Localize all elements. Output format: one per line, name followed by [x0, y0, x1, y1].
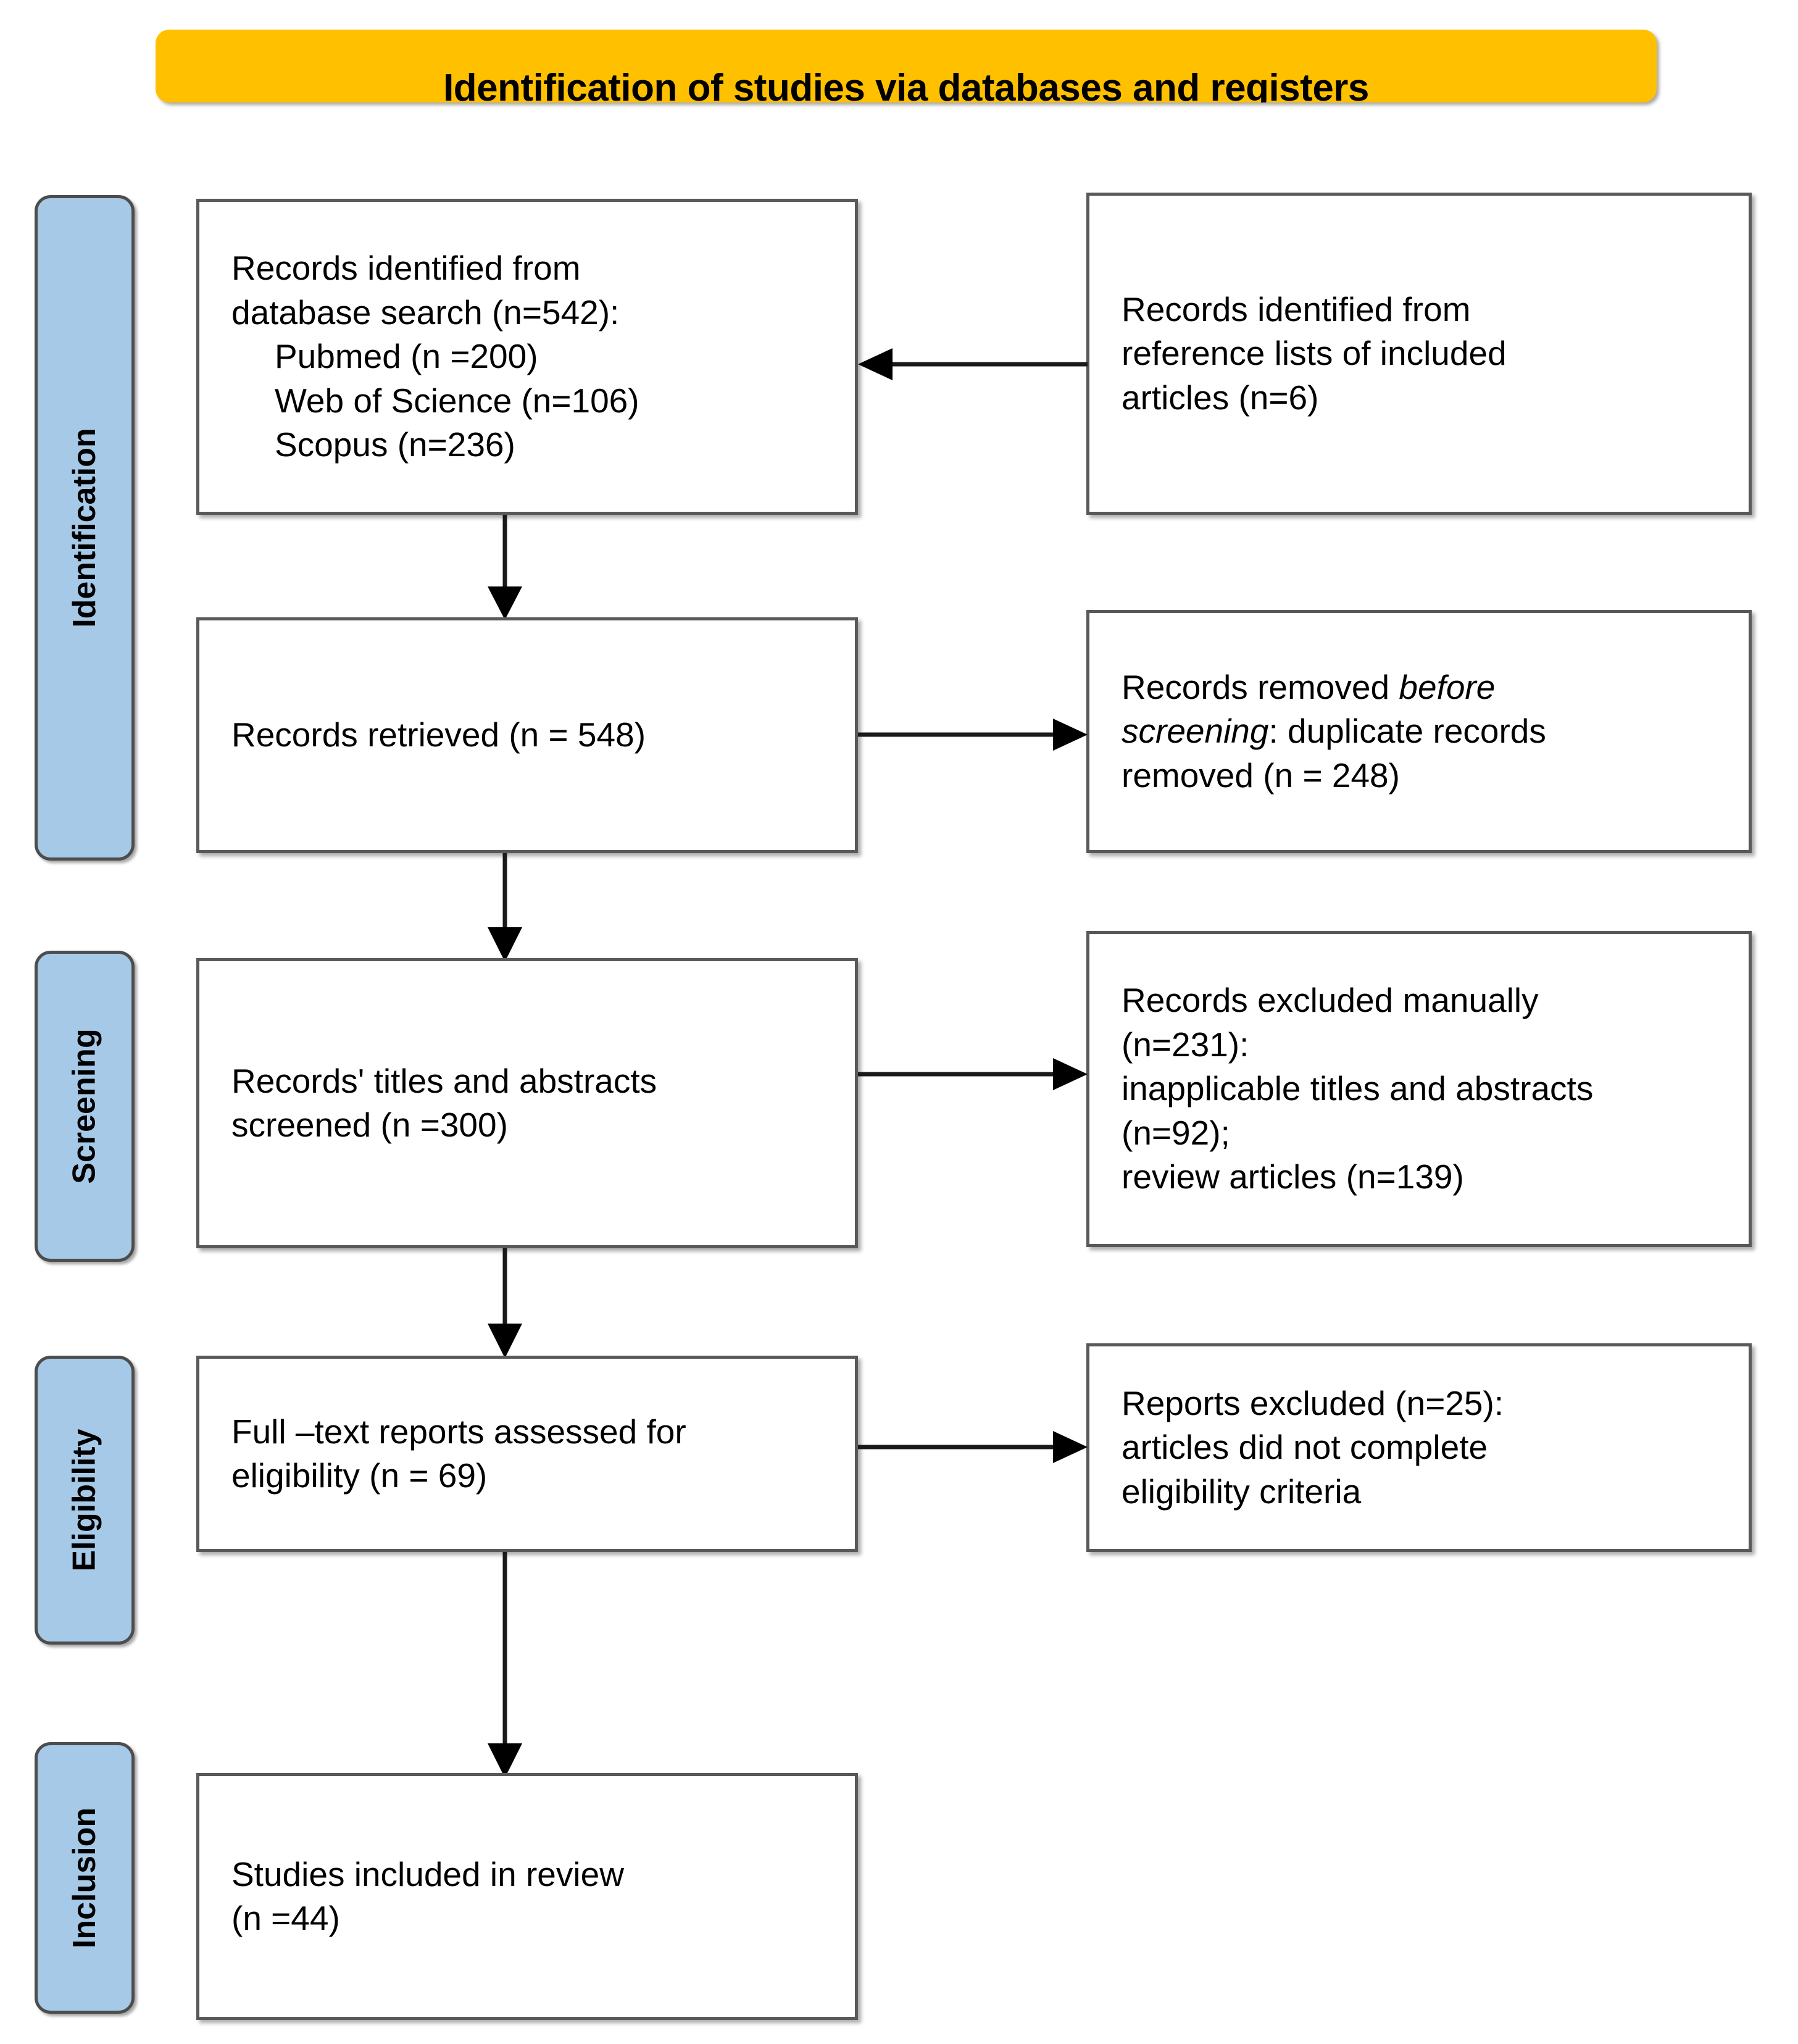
stage-pill-identification: Identification — [35, 195, 135, 861]
line-eligibility-criteria: eligibility criteria — [1122, 1472, 1362, 1511]
box-records-excluded: Records excluded manually (n=231): inappli… — [1086, 931, 1752, 1247]
box-records-identified-database-text: Records identified from database search (… — [199, 246, 654, 467]
box-records-excluded-text: Records excluded manually (n=231): inappli… — [1089, 978, 1608, 1199]
line-records-retrieved: Records retrieved (n = 548) — [231, 715, 646, 754]
connector-references-to-database — [858, 348, 1088, 380]
box-studies-included-text: Studies included in review (n =44) — [199, 1853, 639, 1941]
line-records-excluded-count: (n=231): — [1122, 1025, 1249, 1064]
stage-pill-eligibility: Eligibility — [35, 1356, 135, 1645]
box-reports-excluded: Reports excluded (n=25): articles did not… — [1086, 1343, 1752, 1552]
box-records-removed-text: Records removed before screening: duplica… — [1089, 665, 1561, 798]
line-records-removed-duplicate: : duplicate records — [1268, 712, 1546, 751]
stage-label-eligibility: Eligibility — [67, 1429, 103, 1572]
stage-pill-screening: Screening — [35, 951, 135, 1262]
line-fulltext-reports: Full –text reports assessed for — [231, 1412, 686, 1451]
line-records-removed-before: before — [1399, 667, 1496, 706]
page-title: Identification of studies via databases … — [443, 67, 1369, 103]
line-studies-included: Studies included in review — [231, 1854, 624, 1893]
stage-label-identification: Identification — [67, 428, 102, 628]
line-records-removed-count: removed (n = 248) — [1122, 756, 1400, 795]
diagram-title-banner: Identification of studies via databases … — [156, 30, 1657, 102]
line-reference-lists: reference lists of included — [1122, 334, 1507, 373]
stage-pill-inclusion: Inclusion — [35, 1742, 135, 2014]
box-records-identified-references-text: Records identified from reference lists o… — [1089, 288, 1521, 420]
line-records-screened-count: screened (n =300) — [231, 1106, 508, 1144]
line-pubmed-count: Pubmed (n =200) — [275, 337, 538, 376]
box-records-retrieved: Records retrieved (n = 548) — [196, 617, 858, 853]
line-inapplicable-count: (n=92); — [1122, 1113, 1230, 1152]
box-studies-included: Studies included in review (n =44) — [196, 1773, 858, 2020]
box-fulltext-assessed: Full –text reports assessed for eligibili… — [196, 1356, 858, 1552]
connector-fulltext-to-included — [488, 1552, 522, 1778]
connector-retrieved-to-removed — [858, 719, 1088, 751]
line-reports-excluded-count: Reports excluded (n=25): — [1122, 1383, 1504, 1422]
connector-fulltext-to-reports-excluded — [858, 1431, 1088, 1463]
line-records-titles-abstracts: Records' titles and abstracts — [231, 1061, 657, 1100]
stage-label-inclusion: Inclusion — [67, 1807, 102, 1949]
line-inapplicable-titles: inapplicable titles and abstracts — [1122, 1069, 1594, 1108]
line-records-removed-screening: screening — [1122, 712, 1269, 751]
line-database-search-total: database search (n=542): — [231, 293, 620, 332]
line-records-identified-from: Records identified from — [231, 249, 581, 288]
box-records-screened-text: Records' titles and abstracts screened (n… — [199, 1059, 672, 1148]
connector-screened-to-fulltext — [488, 1248, 522, 1358]
connector-screened-to-excluded — [858, 1058, 1088, 1090]
line-eligibility-count: eligibility (n = 69) — [231, 1456, 488, 1495]
line-records-removed-prefix: Records removed — [1122, 667, 1399, 706]
line-studies-included-count: (n =44) — [231, 1899, 340, 1937]
line-articles-incomplete: articles did not complete — [1122, 1428, 1488, 1467]
box-records-identified-database: Records identified from database search (… — [196, 199, 858, 515]
line-articles-count: articles (n=6) — [1122, 378, 1319, 417]
stage-label-screening: Screening — [67, 1028, 103, 1184]
line-review-articles-count: review articles (n=139) — [1122, 1158, 1464, 1196]
box-records-retrieved-text: Records retrieved (n = 548) — [199, 713, 660, 757]
connector-database-to-retrieved — [488, 515, 522, 620]
line-web-of-science-count: Web of Science (n=106) — [275, 381, 639, 420]
box-records-screened: Records' titles and abstracts screened (n… — [196, 958, 858, 1248]
box-records-removed: Records removed before screening: duplica… — [1086, 610, 1752, 853]
connector-retrieved-to-screened — [488, 853, 522, 962]
line-scopus-count: Scopus (n=236) — [275, 425, 515, 464]
line-records-excluded-manually: Records excluded manually — [1122, 981, 1539, 1020]
box-fulltext-assessed-text: Full –text reports assessed for eligibili… — [199, 1410, 701, 1498]
box-reports-excluded-text: Reports excluded (n=25): articles did not… — [1089, 1382, 1518, 1514]
box-records-identified-references: Records identified from reference lists o… — [1086, 193, 1752, 515]
line-records-identified-from-refs: Records identified from — [1122, 290, 1471, 328]
